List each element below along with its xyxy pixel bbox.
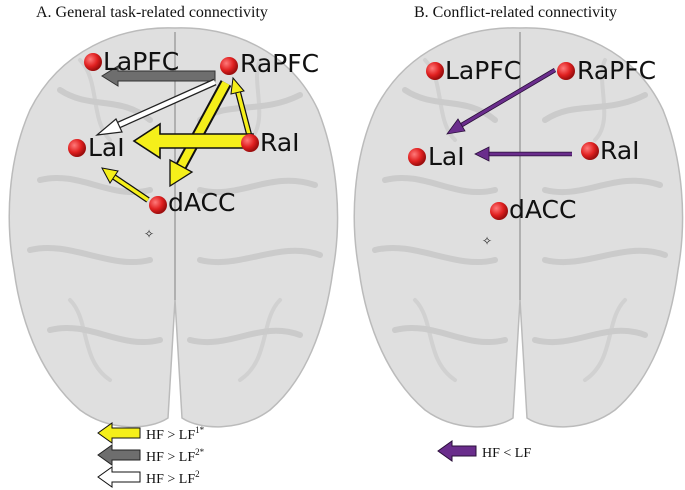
- label-a-lai: LaI: [88, 133, 125, 162]
- label-b-rapfc: RaPFC: [577, 56, 656, 85]
- panel-a-brain: [8, 27, 339, 428]
- arrow-a-rapfc-to-dacc: [169, 80, 232, 188]
- node-a-lai: [68, 139, 86, 157]
- label-b-rai: RaI: [600, 136, 640, 165]
- node-b-lapfc: [426, 62, 444, 80]
- label-b-lai: LaI: [428, 142, 465, 171]
- node-b-dacc: [490, 202, 508, 220]
- node-b-lai: [408, 148, 426, 166]
- crosshair-b-icon: ✧: [482, 234, 492, 248]
- legend-b-purple-arrow: [437, 440, 477, 462]
- crosshair-a-icon: ✧: [144, 227, 154, 241]
- arrow-a-rapfc-to-lapfc: [101, 65, 216, 87]
- arrow-b-rapfc-to-lai: [446, 68, 557, 135]
- arrow-a-rai-to-lai: [132, 122, 254, 160]
- label-b-lapfc: LaPFC: [445, 56, 521, 85]
- label-a-rapfc: RaPFC: [240, 49, 319, 78]
- label-a-rai: RaI: [260, 128, 300, 157]
- arrow-a-dacc-to-lai: [101, 167, 150, 203]
- node-b-rai: [581, 142, 599, 160]
- legend-a-item-2: HF > LF2*: [146, 447, 205, 465]
- legend-b-item-1: HF < LF: [482, 446, 531, 461]
- node-a-rapfc: [220, 57, 238, 75]
- arrow-a-rapfc-to-lai: [95, 78, 217, 136]
- arrow-a-rai-to-rapfc: [230, 76, 253, 139]
- arrow-b-rai-to-lai: [474, 146, 572, 162]
- legend-a-item-3: HF > LF2: [146, 469, 200, 487]
- legend-a: HF > LF1* HF > LF2* HF > LF2: [97, 422, 205, 488]
- label-a-dacc: dACC: [168, 188, 235, 217]
- panel-b-title: B. Conflict-related connectivity: [414, 4, 617, 21]
- legend-a-gray-arrow: [97, 444, 141, 466]
- legend-b: HF < LF: [437, 440, 531, 462]
- legend-a-white-arrow: [97, 466, 141, 488]
- legend-a-yellow-arrow: [97, 422, 141, 444]
- panel-b-brain: [353, 27, 684, 428]
- legend-a-item-1: HF > LF1*: [146, 425, 205, 443]
- node-a-lapfc: [84, 53, 102, 71]
- node-b-rapfc: [557, 62, 575, 80]
- panel-a-title: A. General task-related connectivity: [36, 4, 268, 21]
- label-a-lapfc: LaPFC: [103, 47, 179, 76]
- node-a-rai: [241, 134, 259, 152]
- label-b-dacc: dACC: [509, 195, 576, 224]
- node-a-dacc: [149, 196, 167, 214]
